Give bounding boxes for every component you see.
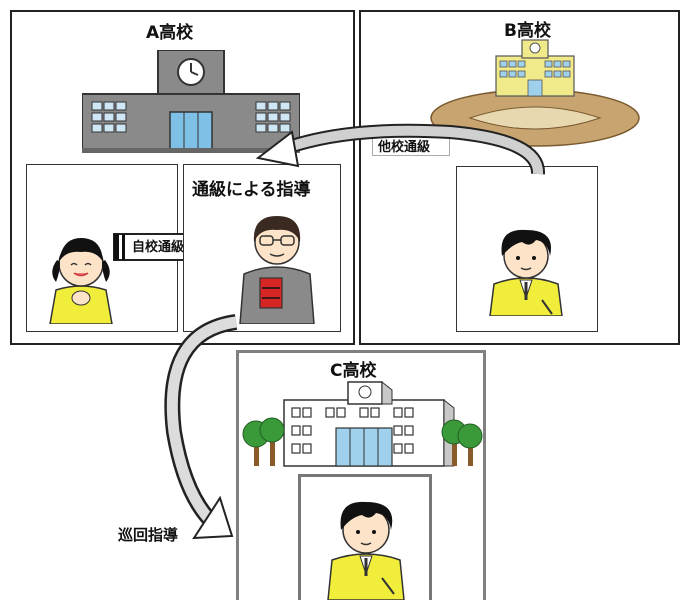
tree-left xyxy=(242,417,285,466)
clock-icon xyxy=(529,42,541,54)
label-jiko: 自校通級 xyxy=(132,240,185,255)
student-girl xyxy=(49,238,113,324)
student-boy-b xyxy=(489,229,563,316)
label-tako: 他校通級 xyxy=(378,140,431,155)
school-b-title: B高校 xyxy=(504,21,551,41)
tree-right xyxy=(441,419,483,466)
arrow-tako xyxy=(255,123,545,175)
label-shidou: 通級による指導 xyxy=(192,180,311,200)
arrow-junkai xyxy=(164,314,238,540)
school-a-building xyxy=(82,50,300,153)
student-boy-c xyxy=(327,501,405,600)
teacher xyxy=(239,216,315,324)
label-junkai: 巡回指導 xyxy=(118,526,179,544)
clock-icon xyxy=(358,385,372,399)
school-c-building xyxy=(242,380,483,467)
school-c-title: C高校 xyxy=(330,361,377,381)
school-a-title: A高校 xyxy=(146,23,194,43)
